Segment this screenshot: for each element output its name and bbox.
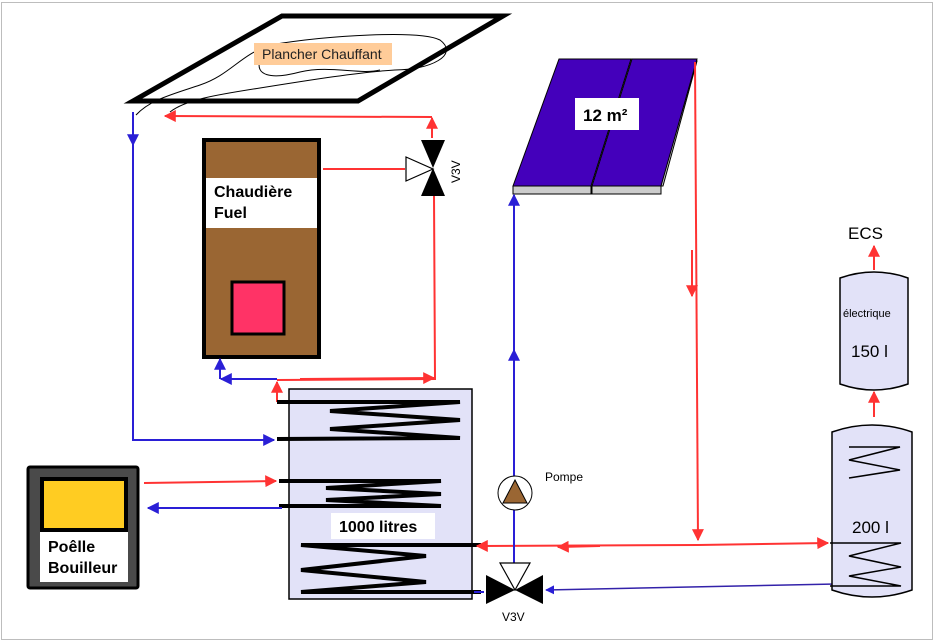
valve-bottom-right [515,575,543,604]
solar-collector-edge-right [591,185,662,195]
boiler-label-bg [206,178,317,228]
electric-heater-label-line2: 150 l [851,342,888,361]
pipe-stove-supply [143,475,278,488]
stove-label-line1: Poêlle [48,539,95,556]
valve-top-upper [421,140,445,168]
boiler: Chaudière Fuel [202,138,321,359]
boiler-label-line2: Fuel [214,205,247,222]
boiler-label-line1: Chaudière [214,184,292,201]
floor-heating-coil [135,34,447,116]
solar-collector-edge-left [512,185,592,195]
storage-tank-coil-bottom [300,543,481,594]
dhw-tank-label: 200 l [852,518,889,537]
storage-tank-coil-top [276,400,461,441]
pump-label: Pompe [545,470,583,484]
valve-top[interactable]: V3V [405,140,463,196]
pump-triangle [502,478,528,504]
floor-heating-label-bg [254,43,392,65]
pipe-solar-to-storage-arrow [556,540,601,553]
valve-bottom-label: V3V [502,610,525,624]
boiler-window [230,280,286,336]
pump[interactable]: Pompe [497,470,583,511]
pipe-solar-hot-down [691,61,704,542]
pipe-solar-to-tank [697,537,830,550]
storage-tank-label-bg [331,513,435,539]
storage-tank-coil-middle [279,479,442,508]
valve-bottom-top [498,562,532,592]
floor-heating-label: Plancher Chauffant [262,46,382,62]
electric-heater: électrique 150 l [839,271,909,391]
dhw-tank: 200 l [830,424,913,598]
solar-collector-label: 12 m² [583,106,628,125]
storage-tank-label: 1000 litres [339,519,417,536]
solar-collector-label-bg [575,98,639,130]
storage-tank: 1000 litres [276,388,481,600]
electric-heater-body [839,271,909,391]
floor-heating: Plancher Chauffant [123,13,513,116]
dhw-tank-body [831,424,913,598]
floor-heating-pipes [127,110,438,446]
valve-bottom[interactable]: V3V [486,562,543,624]
pipe-tank-return [545,583,837,595]
floor-heating-coil-inner [258,59,381,77]
solar-collector: 12 m² [512,58,698,195]
stove-fire [40,477,128,532]
valve-top-lower [421,168,445,196]
pipe-loop-arrow-right [299,372,436,385]
stove: Poêlle Bouilleur [26,465,140,590]
valve-bottom-left [486,575,515,604]
valve-top-side [405,156,435,182]
stove-label-bg [40,532,128,582]
pipe-floor-supply [163,110,433,123]
stove-label-line2: Bouilleur [48,560,117,577]
electric-heater-label-line1: électrique [843,308,891,320]
dhw-tank-coil-bottom [830,542,902,587]
pipe-floor-return [132,112,276,446]
dhw-tank-coil-top [848,446,901,479]
ecs-label: ECS [848,224,883,243]
valve-top-label: V3V [449,160,463,183]
